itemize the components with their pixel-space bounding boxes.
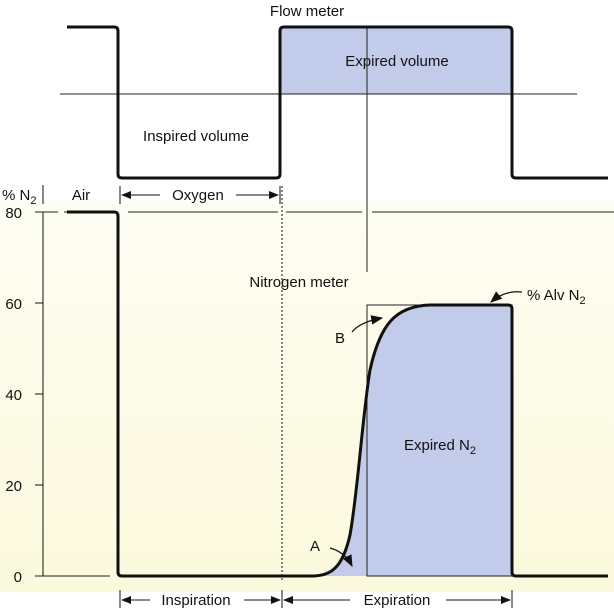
- air-label: Air: [72, 187, 90, 204]
- nitrogen-panel-background: [0, 200, 614, 592]
- expired-n2-label: Expired N2: [404, 437, 476, 457]
- inspired-volume-label: Inspired volume: [143, 128, 249, 145]
- y-tick-label: 40: [5, 387, 22, 404]
- expired-n2-fill: [310, 305, 512, 576]
- y-axis-label: % N2: [2, 187, 36, 207]
- point-a-arrow: [329, 547, 353, 568]
- alveolar-n2-label: % Alv N2: [527, 287, 586, 307]
- point-b-arrow: [351, 315, 384, 333]
- y-tick-label: 60: [5, 296, 22, 313]
- expired-volume-label: Expired volume: [345, 53, 448, 70]
- alveolar-n2-arrow: [490, 291, 523, 303]
- expired-volume-fill: [280, 27, 512, 94]
- flow-meter-title: Flow meter: [270, 3, 344, 20]
- y-tick-label: 80: [5, 205, 22, 222]
- point-a-label: A: [310, 538, 320, 555]
- expiration-label: Expiration: [364, 592, 431, 609]
- point-b-label: B: [335, 330, 345, 347]
- oxygen-label: Oxygen: [172, 187, 224, 204]
- flow-trace: [67, 25, 608, 180]
- inspiration-label: Inspiration: [161, 592, 230, 609]
- y-tick-label: 20: [5, 478, 22, 495]
- y-tick-label: 0: [14, 569, 22, 586]
- nitrogen-meter-label: Nitrogen meter: [249, 274, 348, 291]
- nitrogen-trace: [67, 210, 608, 578]
